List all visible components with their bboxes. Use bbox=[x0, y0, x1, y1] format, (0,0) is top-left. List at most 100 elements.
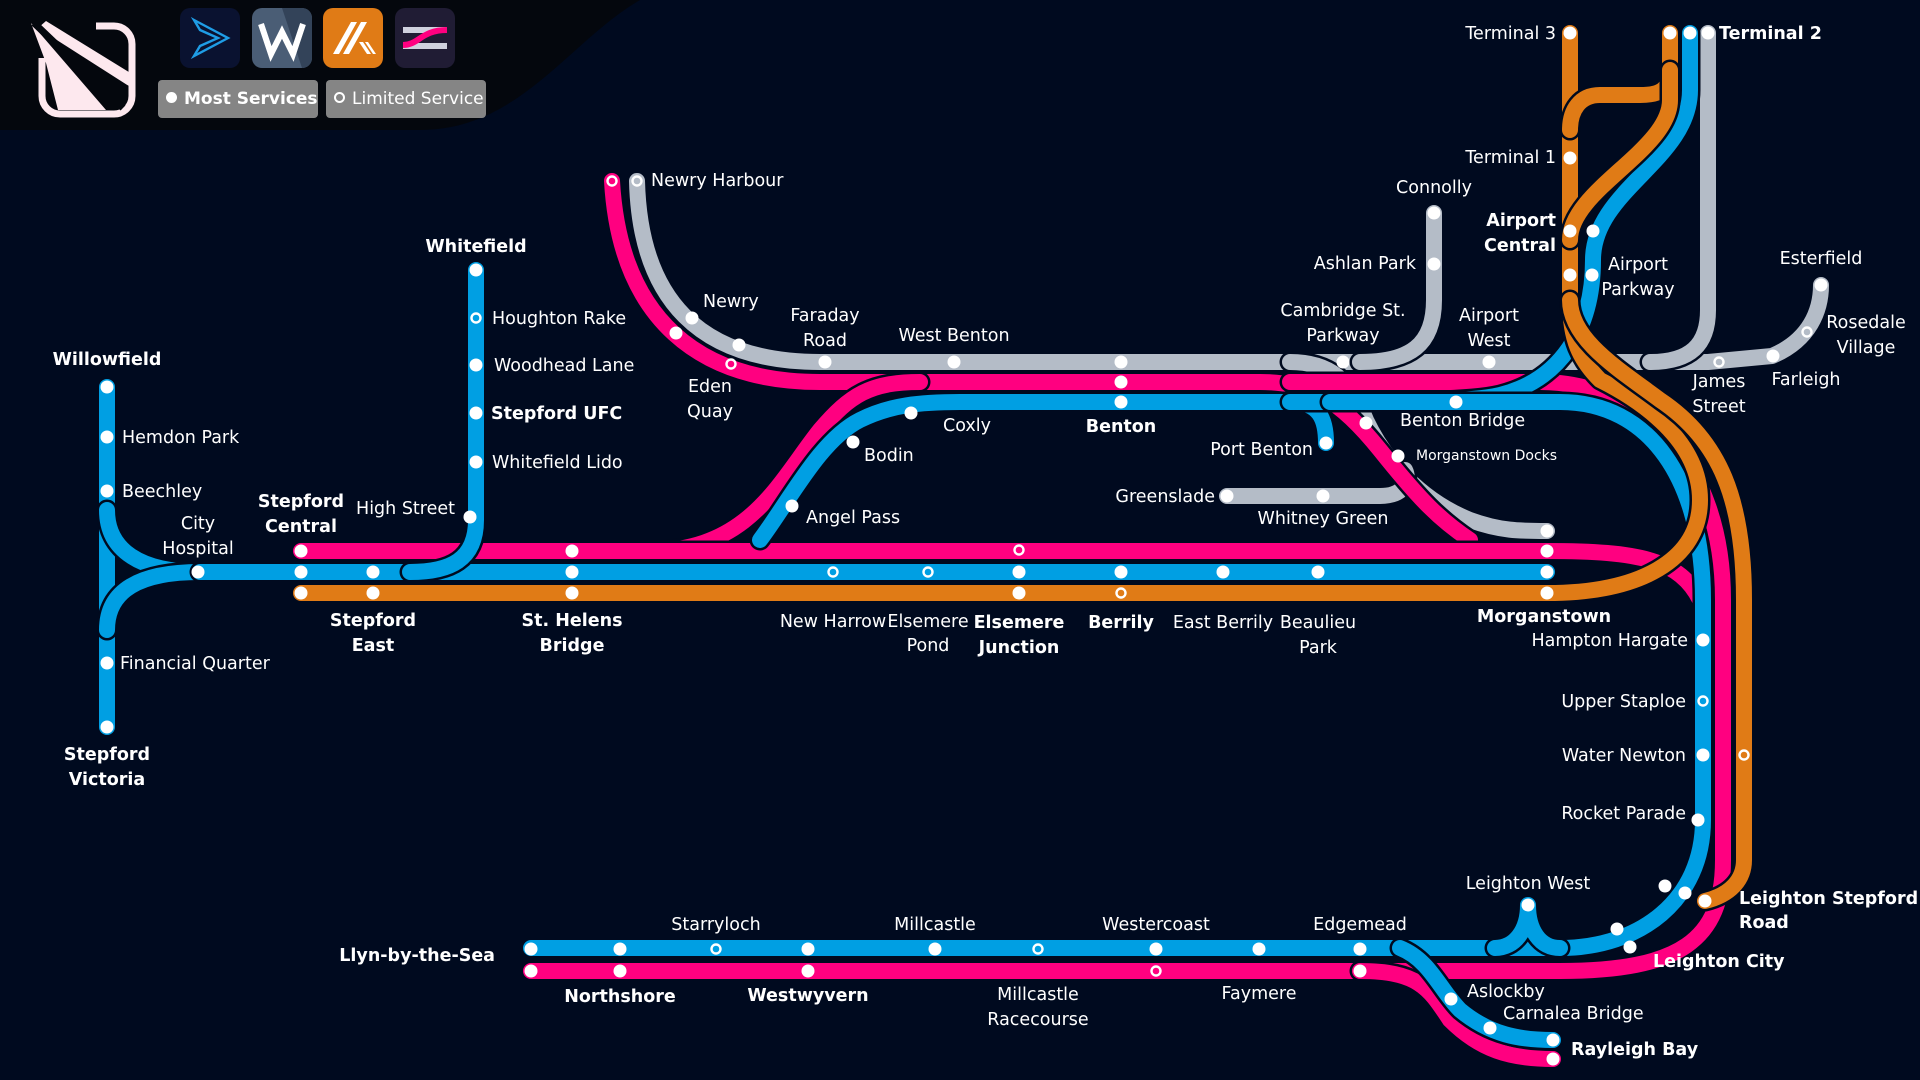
station-airport-central[interactable] bbox=[1563, 224, 1577, 238]
station-elsemere-junction[interactable] bbox=[1012, 565, 1026, 579]
station-stepford-central[interactable] bbox=[294, 544, 308, 558]
station-east-berrily[interactable] bbox=[1216, 565, 1230, 579]
station-morganstown[interactable] bbox=[1540, 586, 1554, 600]
station-new-harrow[interactable] bbox=[827, 566, 839, 578]
station-stepford-central[interactable] bbox=[294, 586, 308, 600]
station-faraday-road[interactable] bbox=[818, 355, 832, 369]
station-benton[interactable] bbox=[1114, 395, 1128, 409]
station-water-newton[interactable] bbox=[1696, 748, 1710, 762]
station-stepford-central[interactable] bbox=[294, 565, 308, 579]
station-cambridge-st-parkway[interactable] bbox=[1336, 355, 1350, 369]
station-coxly[interactable] bbox=[904, 406, 918, 420]
station-morganstown[interactable] bbox=[1540, 544, 1554, 558]
station-whitefield-lido[interactable] bbox=[469, 455, 483, 469]
station-elsemere-pond[interactable] bbox=[922, 566, 934, 578]
stepford-connect-logo-icon[interactable] bbox=[28, 18, 140, 122]
station-berrily[interactable] bbox=[1115, 587, 1127, 599]
station-high-street[interactable] bbox=[463, 510, 477, 524]
station-morganstown[interactable] bbox=[1540, 524, 1554, 538]
station-morganstown-docks[interactable] bbox=[1391, 449, 1405, 463]
station-elsemere-junction[interactable] bbox=[1013, 544, 1025, 556]
station-llyn-by-the-sea[interactable] bbox=[524, 942, 538, 956]
station-financial-quarter[interactable] bbox=[100, 656, 114, 670]
station-leighton-city[interactable] bbox=[1610, 922, 1624, 936]
station-newry-harbour[interactable] bbox=[606, 175, 618, 187]
station-terminal-2[interactable] bbox=[1663, 26, 1677, 40]
station-faymere[interactable] bbox=[1252, 942, 1266, 956]
station-leighton-stepford-road[interactable] bbox=[1658, 879, 1672, 893]
station-rosedale-village[interactable] bbox=[1801, 326, 1813, 338]
station-stepford-ufc[interactable] bbox=[469, 406, 483, 420]
station-port-benton[interactable] bbox=[1319, 436, 1333, 450]
station-starryloch[interactable] bbox=[710, 943, 722, 955]
station-james-street[interactable] bbox=[1713, 356, 1725, 368]
station-west-benton[interactable] bbox=[947, 355, 961, 369]
station-berrily[interactable] bbox=[1114, 565, 1128, 579]
station-edgemead[interactable] bbox=[1353, 964, 1367, 978]
station-elsemere-junction[interactable] bbox=[1012, 586, 1026, 600]
station-water-newton[interactable] bbox=[1738, 749, 1750, 761]
station-eden-quay[interactable] bbox=[725, 358, 737, 370]
station-llyn-by-the-sea[interactable] bbox=[524, 964, 538, 978]
station-edgemead[interactable] bbox=[1353, 942, 1367, 956]
station-whitefield[interactable] bbox=[469, 263, 483, 277]
station-farleigh[interactable] bbox=[1766, 349, 1780, 363]
metro-app-icon[interactable] bbox=[395, 8, 455, 68]
station-rocket-parade[interactable] bbox=[1691, 813, 1705, 827]
station-hemdon-park[interactable] bbox=[100, 430, 114, 444]
station-newry[interactable] bbox=[669, 326, 683, 340]
station-terminal-2[interactable] bbox=[1701, 26, 1715, 40]
station-st-helens-bridge[interactable] bbox=[565, 586, 579, 600]
station-aslockby[interactable] bbox=[1444, 992, 1458, 1006]
station-airport-west[interactable] bbox=[1482, 355, 1496, 369]
station-rayleigh-bay[interactable] bbox=[1546, 1033, 1560, 1047]
station-willowfield[interactable] bbox=[100, 380, 114, 394]
station-millcastle[interactable] bbox=[928, 942, 942, 956]
stepford-connect-app-icon[interactable] bbox=[180, 8, 240, 68]
station-carnalea-bridge[interactable] bbox=[1483, 1021, 1497, 1035]
station-leighton-west[interactable] bbox=[1521, 898, 1535, 912]
station-esterfield[interactable] bbox=[1814, 278, 1828, 292]
station-benton[interactable] bbox=[1114, 355, 1128, 369]
station-benton-bridge[interactable] bbox=[1449, 395, 1463, 409]
waterline-app-icon[interactable] bbox=[252, 8, 312, 68]
station-terminal-1[interactable] bbox=[1563, 151, 1577, 165]
station-westercoast[interactable] bbox=[1150, 965, 1162, 977]
station-upper-staploe[interactable] bbox=[1697, 695, 1709, 707]
station-stepford-east[interactable] bbox=[366, 565, 380, 579]
station-airport-central[interactable] bbox=[1586, 224, 1600, 238]
station-greenslade[interactable] bbox=[1220, 489, 1234, 503]
station-bodin[interactable] bbox=[846, 435, 860, 449]
station-northshore[interactable] bbox=[613, 964, 627, 978]
station-stepford-victoria[interactable] bbox=[100, 720, 114, 734]
station-newry-harbour[interactable] bbox=[631, 175, 643, 187]
station-houghton-rake[interactable] bbox=[470, 312, 482, 324]
station-leighton-stepford-road[interactable] bbox=[1698, 894, 1712, 908]
station-millcastle-racecourse[interactable] bbox=[1032, 943, 1044, 955]
station-northshore[interactable] bbox=[613, 942, 627, 956]
station-whitney-green[interactable] bbox=[1316, 489, 1330, 503]
station-beechley[interactable] bbox=[100, 484, 114, 498]
station-airport-parkway[interactable] bbox=[1585, 268, 1599, 282]
station-woodhead-lane[interactable] bbox=[469, 358, 483, 372]
station-terminal-3[interactable] bbox=[1563, 26, 1577, 40]
station-westwyvern[interactable] bbox=[801, 964, 815, 978]
station-eden-quay[interactable] bbox=[732, 338, 746, 352]
station-angel-pass[interactable] bbox=[785, 499, 799, 513]
station-terminal-2[interactable] bbox=[1683, 26, 1697, 40]
station-westercoast[interactable] bbox=[1149, 942, 1163, 956]
station-newry[interactable] bbox=[685, 311, 699, 325]
station-leighton-stepford-road[interactable] bbox=[1678, 886, 1692, 900]
station-city-hospital[interactable] bbox=[191, 565, 205, 579]
station-st-helens-bridge[interactable] bbox=[565, 544, 579, 558]
station-ashlan-park[interactable] bbox=[1427, 257, 1441, 271]
station-westwyvern[interactable] bbox=[801, 942, 815, 956]
station-morganstown[interactable] bbox=[1540, 565, 1554, 579]
station-beaulieu-park[interactable] bbox=[1311, 565, 1325, 579]
station-connolly[interactable] bbox=[1427, 206, 1441, 220]
station-rayleigh-bay[interactable] bbox=[1546, 1052, 1560, 1066]
station-st-helens-bridge[interactable] bbox=[565, 565, 579, 579]
station-benton[interactable] bbox=[1114, 375, 1128, 389]
station-stepford-east[interactable] bbox=[366, 586, 380, 600]
station-hampton-hargate[interactable] bbox=[1696, 633, 1710, 647]
